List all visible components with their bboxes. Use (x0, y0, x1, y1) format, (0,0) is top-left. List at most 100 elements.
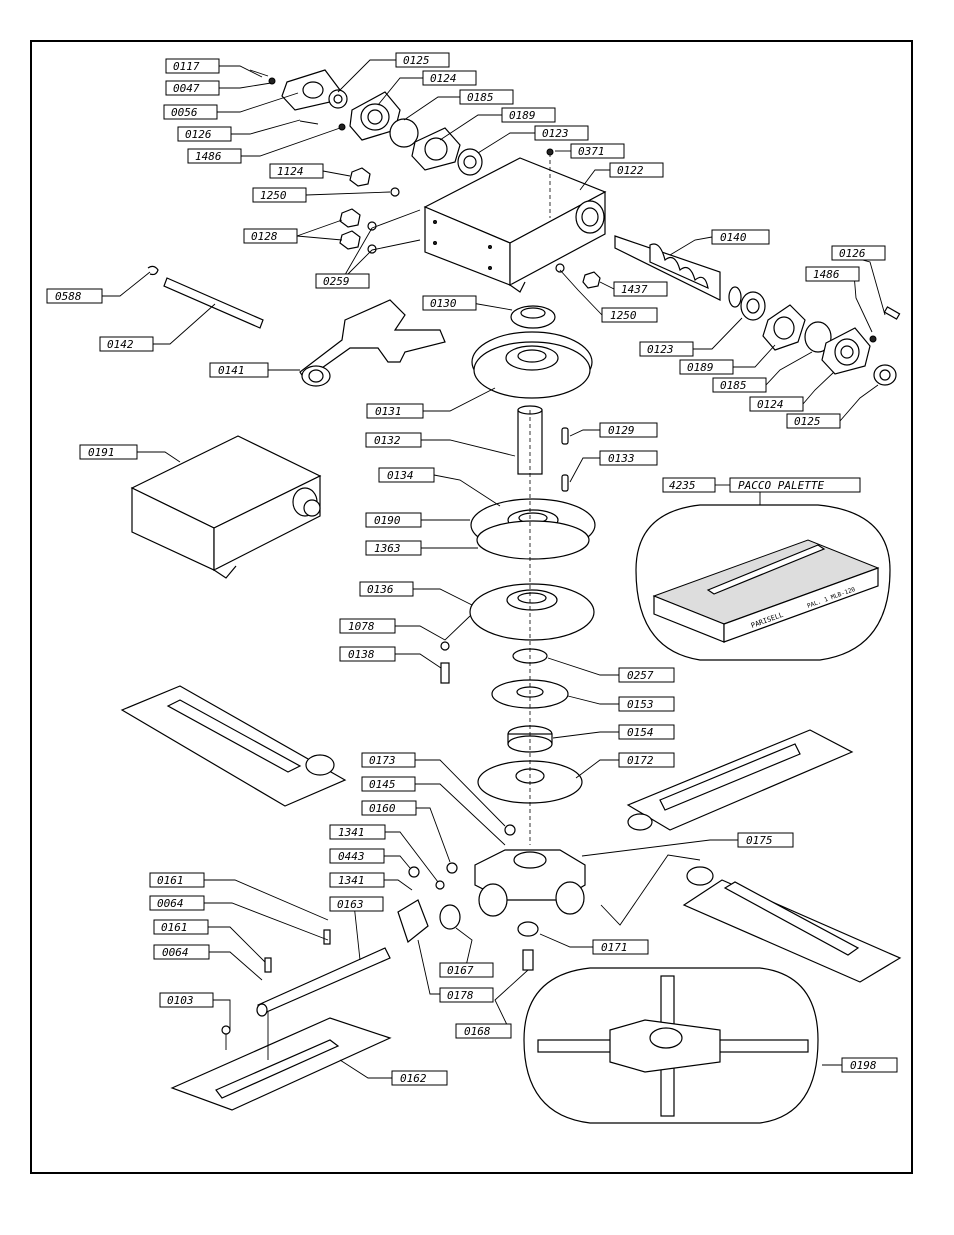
svg-text:0047: 0047 (173, 82, 200, 95)
part-pad-left-top (120, 685, 347, 807)
svg-text:0138: 0138 (348, 648, 375, 661)
svg-text:1124: 1124 (277, 165, 304, 178)
svg-text:1437: 1437 (621, 283, 648, 296)
part-gearbox-assembled (130, 435, 322, 579)
svg-text:0185: 0185 (467, 91, 494, 104)
part-gearbox-housing (423, 157, 607, 293)
label-1486b: 1486 (805, 266, 860, 282)
part-pad-right-bottom (682, 866, 902, 983)
svg-text:0259: 0259 (323, 275, 350, 288)
part-screw (546, 148, 554, 156)
label-0161b: 0161 (153, 919, 209, 935)
label-0138: 0138 (339, 646, 396, 662)
svg-text:0122: 0122 (617, 164, 644, 177)
label-0171: 0171 (592, 939, 649, 955)
label-0259: 0259 (315, 273, 370, 289)
part-o-ring (389, 118, 419, 148)
label-0133: 0133 (599, 450, 658, 466)
label-1250b: 1250 (601, 307, 658, 323)
svg-text:0168: 0168 (464, 1025, 491, 1038)
svg-text:0371: 0371 (578, 145, 605, 158)
part-washer (440, 641, 450, 651)
part-seal (873, 364, 897, 386)
svg-text:0132: 0132 (374, 434, 401, 447)
svg-text:0153: 0153 (627, 698, 654, 711)
label-0117: 0117 (165, 58, 220, 74)
part-bolt (440, 662, 450, 684)
part-bearing (510, 305, 556, 329)
part-o-ring (804, 321, 832, 353)
label-0047: 0047 (165, 80, 220, 96)
hub-assembly-callout (523, 967, 819, 1124)
part-screw (446, 862, 458, 874)
part-housing-cover (470, 498, 596, 560)
svg-text:1486: 1486 (813, 268, 840, 281)
svg-text:0191: 0191 (88, 446, 115, 459)
label-0161: 0161 (149, 872, 205, 888)
svg-text:0189: 0189 (687, 361, 714, 374)
part-screw (504, 824, 516, 836)
label-0126b: 0126 (831, 245, 886, 261)
label-1486: 1486 (187, 148, 242, 164)
part-rod (163, 277, 264, 329)
label-0162: 0162 (391, 1070, 448, 1086)
label-0129: 0129 (599, 422, 658, 438)
svg-text:0133: 0133 (608, 452, 635, 465)
svg-text:4235: 4235 (669, 479, 696, 492)
svg-text:0124: 0124 (430, 72, 457, 85)
part-worm-shaft (614, 235, 742, 308)
part-circlip (147, 265, 159, 276)
part-bearing (740, 291, 766, 321)
part-arm-shaft (256, 929, 391, 1017)
label-0123b: 0123 (639, 341, 694, 357)
label-0126: 0126 (177, 126, 232, 142)
svg-text:0162: 0162 (400, 1072, 427, 1085)
svg-text:0141: 0141 (218, 364, 245, 377)
label-0131: 0131 (366, 403, 424, 419)
svg-text:0257: 0257 (627, 669, 654, 682)
svg-text:0175: 0175 (746, 834, 773, 847)
label-0134: 0134 (378, 467, 435, 483)
part-flange (281, 69, 348, 111)
label-0056: 0056 (163, 104, 218, 120)
label-0124b: 0124 (749, 396, 804, 412)
part-pad-right-top (626, 729, 854, 831)
svg-text:0136: 0136 (367, 583, 394, 596)
label-0198: 0198 (841, 1057, 898, 1073)
svg-text:0161: 0161 (161, 921, 188, 934)
svg-text:0171: 0171 (601, 941, 628, 954)
svg-text:0123: 0123 (542, 127, 569, 140)
palette-pack-callout: PARISELL PAL. 1 MLB-120 (635, 504, 891, 661)
svg-text:0130: 0130 (430, 297, 457, 310)
label-4235: 4235 (662, 477, 716, 493)
label-0178: 0178 (439, 987, 494, 1003)
label-1124: 1124 (269, 163, 324, 179)
label-0154: 0154 (618, 724, 675, 740)
label-0122: 0122 (609, 162, 664, 178)
label-0175: 0175 (737, 832, 794, 848)
label-0191: 0191 (79, 444, 138, 460)
label-0132: 0132 (365, 432, 422, 448)
label-0172: 0172 (618, 752, 675, 768)
svg-text:0173: 0173 (369, 754, 396, 767)
part-key (561, 427, 569, 445)
svg-text:1486: 1486 (195, 150, 222, 163)
part-housing-lower (469, 583, 595, 641)
svg-text:1250: 1250 (260, 189, 287, 202)
part-bushing (439, 904, 461, 930)
svg-text:1341: 1341 (338, 826, 365, 839)
svg-text:1363: 1363 (374, 542, 401, 555)
svg-text:0129: 0129 (608, 424, 635, 437)
part-hub (474, 849, 586, 917)
svg-text:0064: 0064 (157, 897, 184, 910)
label-0160: 0160 (361, 800, 417, 816)
label-0189: 0189 (501, 107, 556, 123)
svg-text:0056: 0056 (171, 106, 198, 119)
label-1437: 1437 (613, 281, 668, 297)
drawing-frame (30, 40, 913, 1174)
svg-text:0131: 0131 (375, 405, 402, 418)
part-worm-gear (471, 331, 593, 399)
part-nut (517, 921, 539, 937)
svg-text:0172: 0172 (627, 754, 654, 767)
